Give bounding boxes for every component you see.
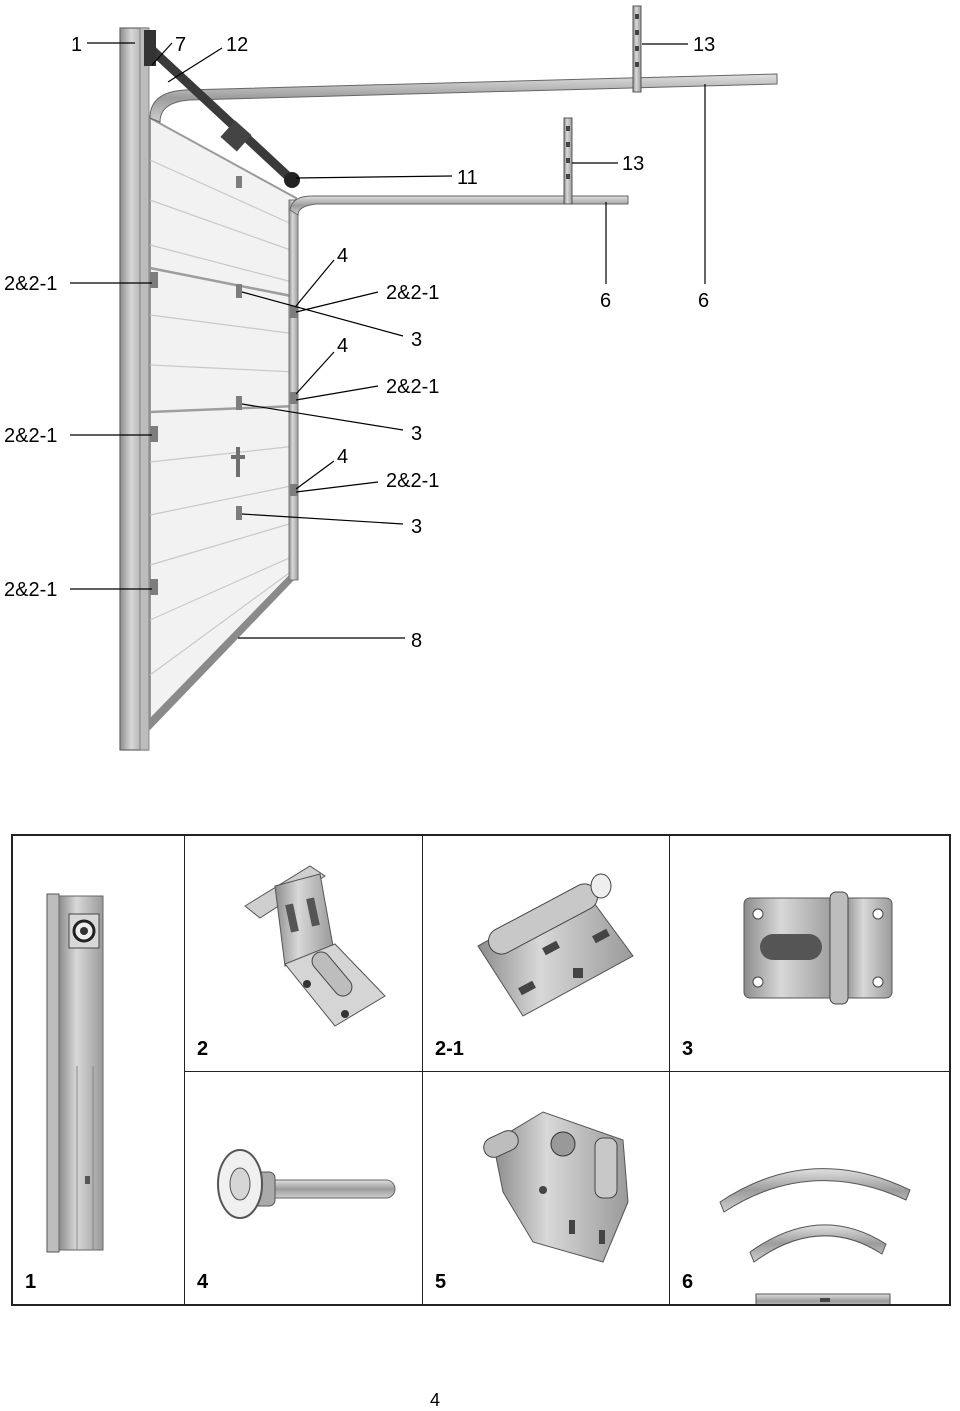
callout-8: 8: [411, 630, 422, 652]
parts-grid: 1 2 2-1: [11, 834, 951, 1306]
roller-icon: [217, 1149, 396, 1219]
center-hinge-icon: [743, 891, 893, 1005]
callout-3-bottom: 3: [411, 516, 422, 538]
vertical-track-icon: [46, 893, 104, 1253]
panel-hardware: [150, 176, 298, 595]
garage-door-assembly-diagram: 1 7 12 13 13 11 4 4 4 2&2-1 2&2-1 2&2-1 …: [4, 5, 778, 751]
callout-2-2-1-left-middle: 2&2-1: [4, 425, 57, 447]
callout-labels: 1 7 12 13 13 11 4 4 4 2&2-1 2&2-1 2&2-1 …: [4, 34, 715, 652]
part-cell-6: 6: [669, 1071, 950, 1305]
curved-track-icon: [719, 1168, 911, 1304]
part-label-2: 2: [197, 1038, 209, 1060]
callout-2-2-1-right-top: 2&2-1: [386, 282, 439, 304]
callout-2-2-1-right-bottom: 2&2-1: [386, 470, 439, 492]
leader-lines: [70, 42, 706, 639]
callout-3-middle: 3: [411, 423, 422, 445]
part-cell-5: 5: [422, 1071, 670, 1305]
callout-12: 12: [226, 34, 248, 56]
callout-2-2-1-right-middle: 2&2-1: [386, 376, 439, 398]
part-cell-1: 1: [12, 835, 185, 1305]
left-vertical-track: [119, 27, 150, 751]
callout-6-upper-track: 6: [698, 290, 709, 312]
torsion-shaft: [144, 30, 300, 188]
callout-6-lower-track: 6: [600, 290, 611, 312]
callout-7: 7: [175, 34, 186, 56]
part-label-5: 5: [435, 1271, 447, 1293]
top-roller-bracket-icon: [483, 1111, 629, 1263]
right-vertical-track: [288, 199, 299, 581]
page-number: 4: [429, 1390, 440, 1410]
side-hinge-icon: [477, 873, 634, 1017]
callout-11: 11: [457, 167, 478, 189]
callout-3-top: 3: [411, 329, 422, 351]
callout-4-middle: 4: [337, 335, 348, 357]
bottom-bracket-icon: [244, 865, 386, 1027]
callout-4-bottom: 4: [337, 446, 348, 468]
track-hangers: [563, 5, 642, 205]
callout-2-2-1-left-bottom: 2&2-1: [4, 579, 57, 601]
part-cell-4: 4: [184, 1071, 423, 1305]
part-label-3: 3: [682, 1038, 694, 1060]
callout-4-top: 4: [337, 245, 348, 267]
upper-horizontal-track: [149, 73, 778, 123]
part-cell-2: 2: [184, 835, 423, 1072]
part-cell-2-1: 2-1: [422, 835, 670, 1072]
lower-horizontal-track: [289, 195, 629, 216]
callout-1: 1: [71, 34, 82, 56]
part-label-6: 6: [682, 1271, 694, 1293]
door-panel: [149, 116, 297, 731]
part-cell-3: 3: [669, 835, 950, 1072]
part-label-4: 4: [197, 1271, 209, 1293]
part-label-2-1: 2-1: [435, 1038, 464, 1060]
callout-2-2-1-left-top: 2&2-1: [4, 273, 57, 295]
callout-13-lower: 13: [622, 153, 644, 175]
part-label-1: 1: [25, 1271, 37, 1293]
callout-13-upper: 13: [693, 34, 715, 56]
